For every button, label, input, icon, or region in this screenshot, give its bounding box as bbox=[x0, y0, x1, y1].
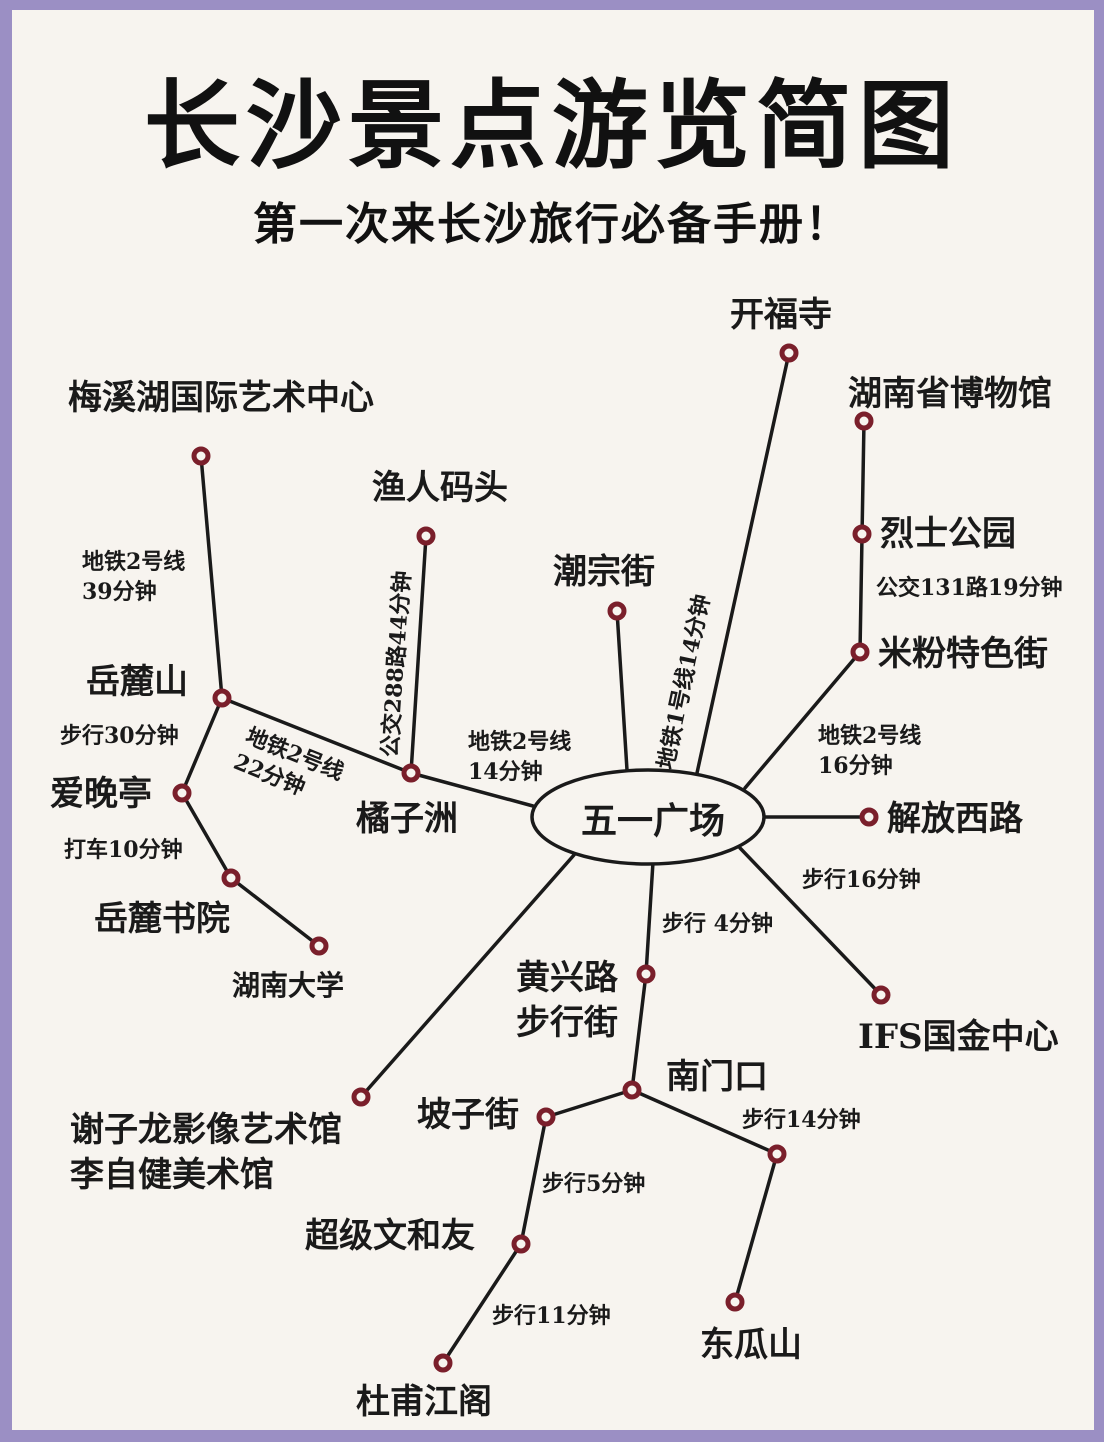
hub-ellipse bbox=[530, 768, 766, 866]
node-meixi[interactable] bbox=[191, 446, 211, 466]
label-nanmenkou[interactable]: 南门口 bbox=[666, 1057, 768, 1097]
label-ifs[interactable]: IFS国金中心 bbox=[858, 1017, 1059, 1057]
label-huangxing-1[interactable]: 黄兴路 bbox=[516, 958, 618, 998]
node-walk14[interactable] bbox=[767, 1144, 787, 1164]
page-subtitle: 第一次来长沙旅行必备手册！ bbox=[253, 199, 851, 250]
route-walk5: 步行5分钟 bbox=[542, 1171, 646, 1197]
line-hub-juzizhou bbox=[409, 771, 535, 808]
label-jiefang-west[interactable]: 解放西路 bbox=[887, 799, 1023, 839]
line-academy-hnu bbox=[229, 876, 321, 948]
route-taxi10: 打车10分钟 bbox=[64, 837, 183, 863]
line-hub-mifen bbox=[743, 650, 862, 790]
line-nanmenkou-dongguashan bbox=[630, 1088, 779, 1156]
line-hub-chaozong bbox=[615, 609, 629, 772]
line-pozijie-chaoji bbox=[519, 1115, 548, 1246]
route-walk11: 步行11分钟 bbox=[492, 1303, 611, 1329]
label-meixihu[interactable]: 梅溪湖国际艺术中心 bbox=[68, 378, 374, 418]
line-chaoji-dufu bbox=[441, 1242, 523, 1365]
node-lieshi[interactable] bbox=[852, 524, 872, 544]
node-mifen[interactable] bbox=[850, 642, 870, 662]
line-yuelushan-meixi bbox=[199, 454, 224, 700]
line-dongguashan-end bbox=[733, 1152, 779, 1304]
label-hunan-museum[interactable]: 湖南省博物馆 bbox=[848, 374, 1052, 414]
label-chaoji[interactable]: 超级文和友 bbox=[305, 1216, 475, 1256]
label-huangxing-2[interactable]: 步行街 bbox=[516, 1003, 618, 1043]
label-yuelushan[interactable]: 岳麓山 bbox=[86, 662, 188, 702]
hub-label[interactable]: 五一广场 bbox=[580, 800, 725, 842]
route-walk16: 步行16分钟 bbox=[802, 867, 921, 893]
node-nanmenkou[interactable] bbox=[622, 1080, 642, 1100]
line-juzizhou-yuren bbox=[409, 534, 428, 775]
route-meixi-1: 地铁2号线 bbox=[82, 549, 186, 575]
route-bus131: 公交131路19分钟 bbox=[876, 575, 1063, 601]
route-walk4: 步行 4分钟 bbox=[662, 911, 773, 937]
route-juzi-2: 14分钟 bbox=[468, 759, 543, 785]
line-huangxing-nanmenkou bbox=[630, 972, 648, 1092]
route-walk14: 步行14分钟 bbox=[742, 1107, 861, 1133]
line-yuelushan-aiwanting bbox=[180, 696, 224, 795]
line-hub-kaifusi bbox=[695, 351, 791, 775]
line-nanmenkou-pozijie bbox=[544, 1088, 634, 1119]
route-mifen-2: 16分钟 bbox=[818, 753, 893, 779]
route-juzi-1: 地铁2号线 bbox=[468, 729, 572, 755]
node-kaifusi[interactable] bbox=[779, 343, 799, 363]
node-hnu[interactable] bbox=[309, 936, 329, 956]
label-lieshi-park[interactable]: 烈士公园 bbox=[880, 514, 1016, 554]
line-aiwanting-academy bbox=[180, 791, 233, 880]
label-juzizhou[interactable]: 橘子洲 bbox=[356, 799, 458, 839]
label-aiwanting[interactable]: 爱晚亭 bbox=[50, 774, 152, 814]
node-dufu[interactable] bbox=[433, 1353, 453, 1373]
label-xiezilong-2[interactable]: 李自健美术馆 bbox=[70, 1155, 274, 1195]
node-pozijie[interactable] bbox=[536, 1107, 556, 1127]
node-academy[interactable] bbox=[221, 868, 241, 888]
node-chaozong[interactable] bbox=[607, 601, 627, 621]
label-yurenmatou[interactable]: 渔人码头 bbox=[372, 468, 508, 508]
node-jiefang[interactable] bbox=[859, 807, 879, 827]
node-aiwanting[interactable] bbox=[172, 783, 192, 803]
line-juzizhou-yuelushan bbox=[220, 696, 413, 775]
label-dufu[interactable]: 杜甫江阁 bbox=[356, 1382, 492, 1422]
node-juzizhou[interactable] bbox=[401, 763, 421, 783]
route-walk30: 步行30分钟 bbox=[60, 723, 179, 749]
label-yuelu-academy[interactable]: 岳麓书院 bbox=[94, 899, 230, 939]
route-meixi-2: 39分钟 bbox=[82, 579, 157, 605]
line-hub-xiezilong bbox=[359, 853, 576, 1099]
label-chaozong[interactable]: 潮宗街 bbox=[553, 552, 655, 592]
node-xiezilong[interactable] bbox=[351, 1087, 371, 1107]
node-ifs[interactable] bbox=[871, 985, 891, 1005]
node-yuelushan[interactable] bbox=[212, 688, 232, 708]
line-hub-huangxing bbox=[644, 860, 655, 976]
label-mifen-street[interactable]: 米粉特色街 bbox=[878, 634, 1048, 674]
node-museum[interactable] bbox=[854, 411, 874, 431]
label-dongguashan[interactable]: 东瓜山 bbox=[700, 1325, 802, 1365]
node-yuren[interactable] bbox=[416, 526, 436, 546]
node-chaoji[interactable] bbox=[511, 1234, 531, 1254]
route-mifen-1: 地铁2号线 bbox=[818, 723, 922, 749]
page-title: 长沙景点游览简图 bbox=[144, 70, 960, 182]
label-pozijie[interactable]: 坡子街 bbox=[417, 1095, 519, 1135]
line-hub-ifs bbox=[738, 846, 883, 997]
label-xiezilong-1[interactable]: 谢子龙影像艺术馆 bbox=[70, 1110, 342, 1150]
label-kaifusi[interactable]: 开福寺 bbox=[730, 295, 832, 335]
label-hunan-university[interactable]: 湖南大学 bbox=[232, 969, 345, 1002]
map-card bbox=[12, 10, 1094, 1430]
node-dongguashan[interactable] bbox=[725, 1292, 745, 1312]
node-huangxing[interactable] bbox=[636, 964, 656, 984]
